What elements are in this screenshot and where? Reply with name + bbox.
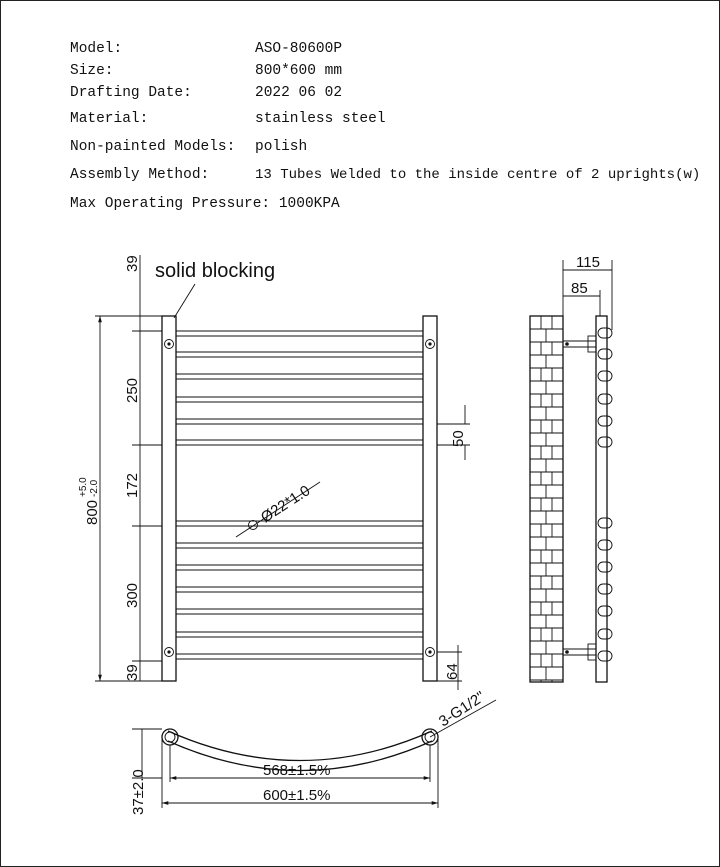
material-label: Material: (70, 111, 149, 127)
tube-rail-10 (176, 586, 423, 593)
tube-rail-6 (176, 439, 423, 446)
curve-outer (167, 730, 433, 762)
front-view: solid blocking 39 250 172 300 39 800 +5.… (78, 255, 470, 690)
tube-rail-4 (176, 396, 423, 403)
tube-rail-5 (176, 418, 423, 425)
tube-end-11 (597, 605, 613, 617)
dim-600: 600±1.5% (263, 787, 330, 804)
tube-end-10 (597, 583, 613, 595)
tube-rail-9 (176, 564, 423, 571)
tube-end-3 (597, 370, 613, 382)
thread-leader (429, 699, 497, 738)
mounting-bracket-top-right (425, 339, 435, 349)
dim-85: 85 (571, 280, 588, 297)
tube-end-5 (597, 415, 613, 427)
tube-rails (176, 330, 423, 660)
mounting-bracket-bottom-right (425, 647, 435, 657)
curve-inner (167, 740, 433, 772)
dim-172: 172 (124, 473, 141, 498)
solid-blocking-leader (173, 283, 196, 319)
dim-top-39: 39 (124, 255, 141, 272)
left-upright (161, 315, 177, 682)
solid-blocking-label: solid blocking (155, 260, 275, 282)
right-upright (422, 315, 438, 682)
dim-568: 568±1.5% (263, 762, 330, 779)
top-view: 3-G1/2" 568±1.5% 600±1.5% 37±2.0 (130, 688, 497, 815)
tube-end-8 (597, 539, 613, 551)
dim-250: 250 (124, 378, 141, 403)
tube-rail-7 (176, 520, 423, 527)
dim-800: 800 (84, 500, 101, 525)
dim-37: 37±2.0 (130, 769, 147, 815)
nonpainted-value: polish (255, 139, 308, 155)
dim-115: 115 (576, 254, 600, 271)
tube-end-13 (597, 650, 613, 662)
mounting-bracket-top-left (164, 339, 174, 349)
tube-rail-8 (176, 542, 423, 549)
model-value: ASO-80600P (255, 41, 343, 57)
tube-end-6 (597, 436, 613, 448)
date-label: Drafting Date: (70, 85, 192, 101)
date-value: 2022 06 02 (255, 85, 343, 101)
tube-rail-13 (176, 653, 423, 660)
tube-rail-11 (176, 608, 423, 615)
material-value: stainless steel (255, 111, 386, 127)
tube-end-4 (597, 393, 613, 405)
assembly-value: 13 Tubes Welded to the inside centre of … (255, 167, 701, 183)
dim-800-plus-tol: +5.0 (78, 477, 89, 497)
tube-end-2 (597, 348, 613, 360)
side-view: 115 85 (529, 254, 613, 683)
dim-300: 300 (124, 583, 141, 608)
tube-diameter-label: Ø22*1.0 (258, 482, 313, 526)
dim-50: 50 (450, 430, 467, 447)
tube-end-1 (597, 327, 613, 339)
side-upright (595, 315, 608, 683)
dim-64: 64 (444, 663, 461, 680)
side-bracket-top (563, 335, 597, 353)
tube-rail-3 (176, 373, 423, 380)
brick-wall (529, 315, 564, 683)
tube-end-9 (597, 561, 613, 573)
tube-rail-2 (176, 351, 423, 358)
tube-ends (597, 327, 613, 662)
assembly-label: Assembly Method: (70, 167, 210, 183)
dim-bottom-39: 39 (124, 664, 141, 681)
pressure-line: Max Operating Pressure: 1000KPA (70, 196, 340, 212)
size-value: 800*600 mm (255, 63, 343, 79)
tube-end-12 (597, 628, 613, 640)
model-label: Model: (70, 41, 123, 57)
tube-diameter-leader (235, 481, 321, 538)
tube-rail-12 (176, 631, 423, 638)
nonpainted-label: Non-painted Models: (70, 139, 236, 155)
tube-section-icon (248, 520, 258, 530)
mounting-bracket-bottom-left (164, 647, 174, 657)
dim-800-minus-tol: -2.0 (89, 479, 100, 497)
size-label: Size: (70, 63, 114, 79)
side-bracket-bottom (563, 643, 597, 661)
tube-rail-1 (176, 330, 423, 337)
tube-end-7 (597, 517, 613, 529)
